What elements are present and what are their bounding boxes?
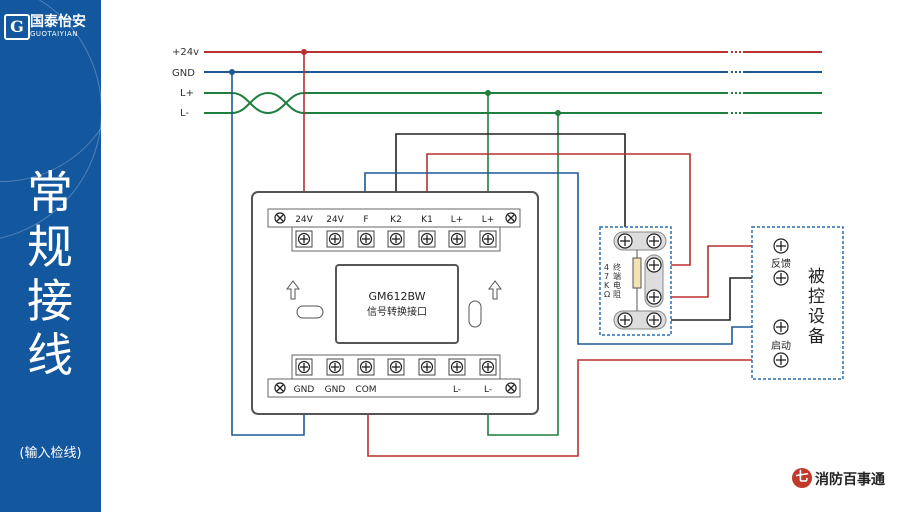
module-name: 信号转换接口 bbox=[367, 305, 427, 318]
device-title-char: 设 bbox=[808, 307, 825, 327]
terminal-screw-icon bbox=[418, 230, 436, 248]
terminal-screw-icon bbox=[418, 358, 436, 376]
wire-k1-red bbox=[426, 153, 691, 266]
resistor-label-char: 阻 bbox=[613, 290, 621, 299]
terminal-label: K2 bbox=[390, 215, 402, 225]
feedback-label: 反馈 bbox=[771, 257, 791, 270]
brand-pinyin: GUOTAIYIAN bbox=[30, 30, 79, 38]
terminal-screw-icon bbox=[326, 358, 344, 376]
terminal-label: L+ bbox=[482, 215, 495, 225]
terminal-label: GND bbox=[325, 385, 346, 395]
terminal-screw-icon bbox=[448, 230, 466, 248]
terminal-screw-icon bbox=[357, 230, 375, 248]
terminal-screw-icon bbox=[479, 230, 497, 248]
device-title-char: 控 bbox=[808, 287, 825, 307]
resistor-label-char: K bbox=[604, 281, 610, 290]
terminal-label: L+ bbox=[451, 215, 464, 225]
footer-logo-icon: 七 bbox=[792, 468, 812, 488]
bus-label-gnd: GND bbox=[172, 68, 195, 79]
terminal-screw-icon bbox=[295, 230, 313, 248]
start-label: 启动 bbox=[771, 339, 791, 352]
led-slot bbox=[296, 305, 324, 319]
footer-brand: 消防百事通 bbox=[815, 472, 885, 488]
bus-line-lminus bbox=[204, 91, 822, 114]
terminal-resistor-icon bbox=[632, 257, 642, 289]
resistor-label-char: 4 bbox=[604, 263, 609, 272]
bus-label-lminus: L- bbox=[180, 108, 189, 119]
device-title-char: 被 bbox=[808, 267, 825, 287]
terminal-screw-icon bbox=[387, 358, 405, 376]
terminal-label: GND bbox=[294, 385, 315, 395]
page-subtitle: (输入检线) bbox=[19, 446, 82, 461]
bus-label-24v: +24v bbox=[172, 47, 199, 58]
dip-slot bbox=[468, 300, 482, 328]
terminal-label: 24V bbox=[326, 215, 344, 225]
terminal-label: COM bbox=[355, 385, 376, 395]
terminal-label: 24V bbox=[295, 215, 313, 225]
brand-logo-icon: G bbox=[4, 14, 30, 40]
resistor-label-char: 端 bbox=[613, 271, 621, 281]
terminal-label: K1 bbox=[421, 215, 433, 225]
terminal-screw-icon bbox=[479, 358, 497, 376]
module-model: GM612BW bbox=[368, 290, 425, 303]
terminal-screw-icon bbox=[295, 358, 313, 376]
resistor-terminals bbox=[613, 231, 667, 330]
resistor-label-char: 终 bbox=[613, 262, 621, 272]
brand-name: 国泰怡安 bbox=[30, 14, 86, 30]
wire-feedback-red bbox=[654, 245, 781, 298]
controlled-device-box bbox=[751, 226, 844, 380]
resistor-label-char: 7 bbox=[604, 272, 609, 281]
page-title: 常规接线 bbox=[27, 166, 73, 382]
resistor-label-char: Ω bbox=[604, 290, 610, 299]
terminal-screw-icon bbox=[357, 358, 375, 376]
terminal-screw-icon bbox=[326, 230, 344, 248]
terminal-label: L- bbox=[484, 385, 492, 395]
terminal-label: F bbox=[363, 215, 368, 225]
wire-com-red bbox=[367, 359, 754, 457]
bus-line-lplus bbox=[204, 92, 822, 115]
bus-label-lplus: L+ bbox=[180, 88, 194, 99]
device-title-char: 备 bbox=[808, 327, 825, 347]
terminal-screw-icon bbox=[387, 230, 405, 248]
wire-k2-black bbox=[395, 133, 626, 240]
module-display-panel bbox=[335, 264, 459, 344]
terminal-screw-icon bbox=[448, 358, 466, 376]
terminal-label: L- bbox=[453, 385, 461, 395]
wire-f-blue bbox=[364, 172, 781, 345]
sidebar-panel: G 国泰怡安 GUOTAIYIAN 常规接线 (输入检线) bbox=[0, 0, 101, 512]
arrow-up-icon bbox=[286, 280, 502, 300]
resistor-label-char: 电 bbox=[613, 280, 621, 290]
